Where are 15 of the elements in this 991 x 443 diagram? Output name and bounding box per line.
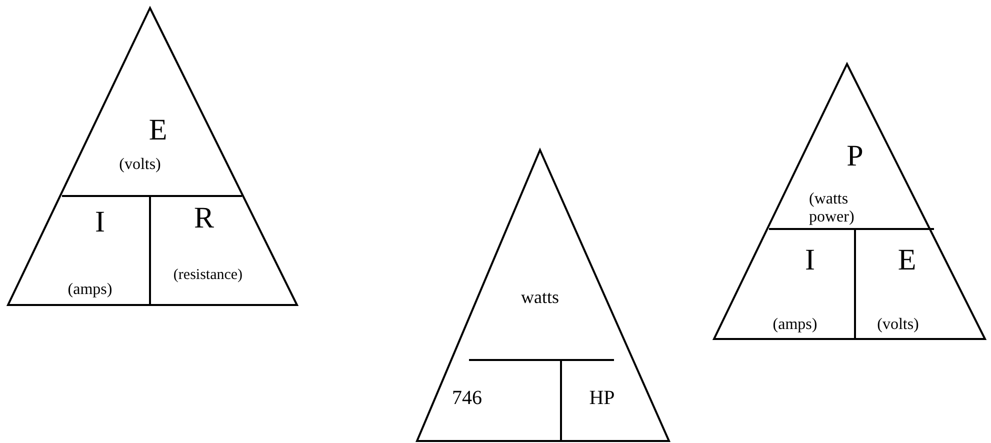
quantity-label: HP — [589, 387, 615, 409]
variable-letter: I — [805, 244, 815, 276]
variable-letter: I — [95, 206, 105, 238]
quantity-label: 746 — [452, 387, 482, 409]
unit-label: (volts) — [877, 316, 919, 334]
unit-label: (amps) — [68, 281, 112, 299]
quantity-label: watts — [521, 288, 559, 308]
unit-label: (watts power) — [809, 190, 856, 226]
variable-letter: R — [194, 202, 214, 234]
unit-label: (resistance) — [173, 266, 243, 284]
variable-letter: P — [846, 140, 864, 172]
unit-label: (amps) — [772, 316, 818, 334]
unit-label: (volts) — [119, 156, 161, 174]
variable-letter: E — [898, 244, 916, 276]
variable-letter: E — [148, 114, 168, 146]
